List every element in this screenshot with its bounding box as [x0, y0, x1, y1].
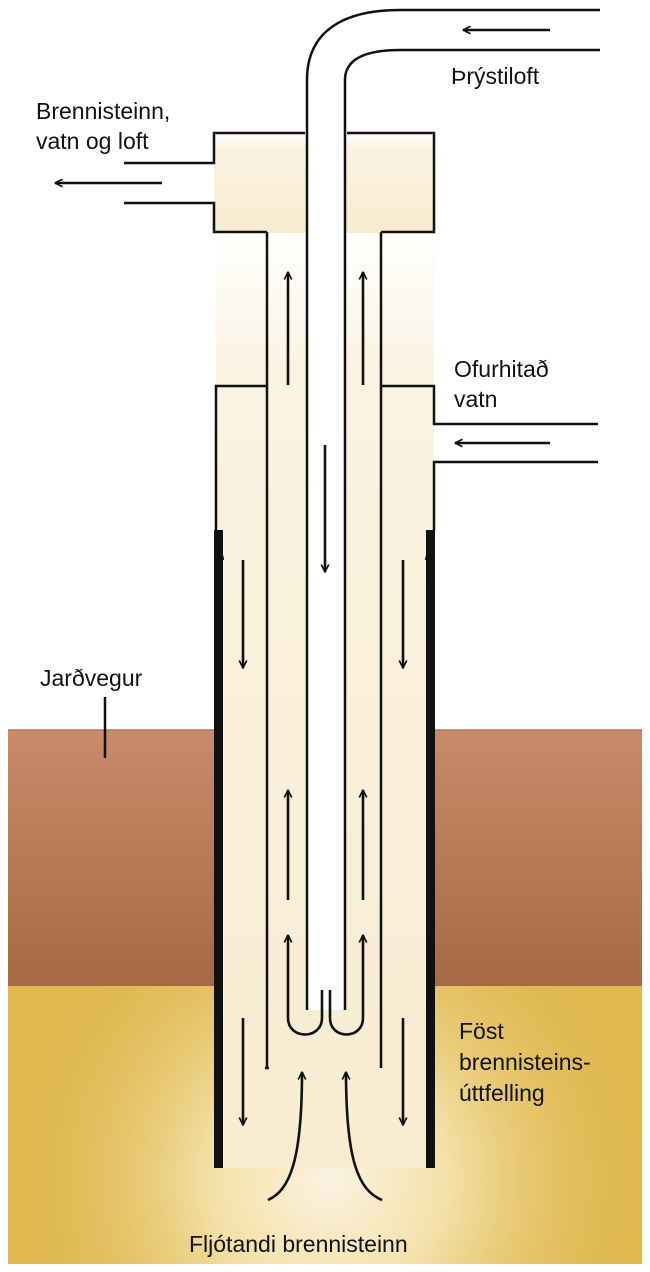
arrow-sulfur-in-left	[267, 1072, 302, 1202]
air-pipe-bend-interior	[307, 10, 600, 80]
label-deposit-line2: brennisteins-	[459, 1049, 591, 1075]
flow-arrows	[55, 30, 550, 1202]
label-compressed-air: Þrýstiloft	[451, 63, 540, 89]
label-deposit-line3: úttfelling	[459, 1080, 545, 1106]
u-turn-arrows	[288, 935, 363, 1036]
label-output-line1: Brennisteinn,	[36, 98, 171, 124]
outer-casing-left	[214, 530, 223, 1168]
arrow-sulfur-in-right	[346, 1072, 383, 1202]
label-superheated-line1: Ofurhitað	[454, 356, 549, 382]
label-output-line2: vatn og loft	[36, 128, 149, 154]
u-turn-right	[328, 935, 363, 1036]
label-deposit-line1: Föst	[459, 1018, 504, 1044]
u-turn-left	[288, 935, 324, 1036]
label-molten-sulfur: Fljótandi brennisteinn	[189, 1231, 408, 1257]
label-soil: Jarðvegur	[40, 665, 143, 691]
label-superheated-line2: vatn	[454, 386, 498, 412]
air-pipe	[305, 8, 600, 1010]
top-chamber-outline	[124, 131, 436, 234]
outer-casing-right	[426, 530, 435, 1168]
middle-pipe	[265, 232, 383, 1068]
water-jacket-outline	[214, 384, 598, 561]
